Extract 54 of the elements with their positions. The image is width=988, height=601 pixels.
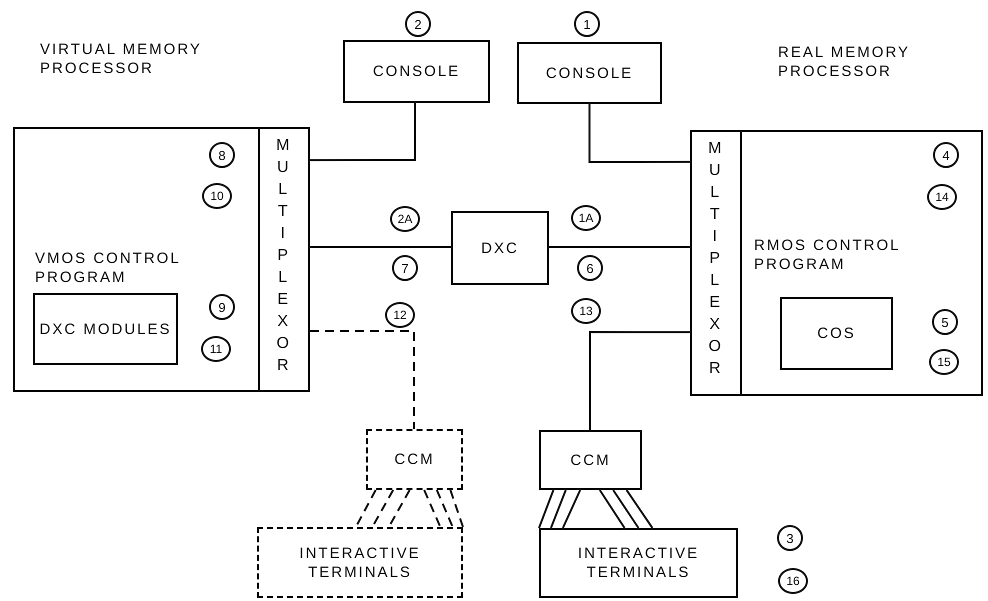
connector <box>310 103 416 162</box>
callout-number: 2 <box>405 11 431 37</box>
dashed-connector <box>355 490 377 528</box>
box-label: CCM <box>393 450 436 470</box>
callout-number: 2A <box>390 206 420 232</box>
connector <box>626 489 654 529</box>
dxc-box <box>451 211 549 285</box>
box-label: DXC <box>480 238 520 258</box>
connector <box>598 489 626 529</box>
callout-number: 12 <box>385 302 415 328</box>
ccm-box <box>539 430 642 490</box>
connector <box>562 490 582 528</box>
box-label: DXC MODULES <box>38 320 173 340</box>
dashed-connector <box>371 490 394 528</box>
box-label: CONSOLE <box>544 64 634 84</box>
dashed-connector <box>423 490 442 528</box>
callout-number: 1 <box>574 11 600 37</box>
box-label: RMOS CONTROL PROGRAM <box>754 236 901 274</box>
callout-number: 3 <box>777 525 803 551</box>
module-box <box>33 293 178 365</box>
callout-number: 13 <box>571 298 601 324</box>
ccm-box <box>366 429 463 490</box>
connector <box>549 246 690 248</box>
terminals-box <box>539 528 738 598</box>
dashed-connector <box>310 330 416 429</box>
processor-title: REAL MEMORY PROCESSOR <box>778 43 911 81</box>
box-label: CONSOLE <box>372 62 462 82</box>
connector <box>612 489 640 529</box>
dashed-connector <box>388 490 411 528</box>
processor-title: VIRTUAL MEMORY PROCESSOR <box>40 40 203 78</box>
callout-number: 7 <box>392 255 418 281</box>
callout-number: 6 <box>577 255 603 281</box>
terminals-box <box>257 527 463 598</box>
box-label: VMOS CONTROL PROGRAM <box>35 249 182 287</box>
console-box <box>343 40 490 103</box>
callout-number: 16 <box>778 568 808 594</box>
box-label: COS <box>816 324 857 344</box>
vertical-label: MULTIPLEXOR <box>276 136 290 376</box>
callout-number: 1A <box>571 205 601 231</box>
connector <box>310 246 451 248</box>
processor-box <box>13 127 310 392</box>
connector <box>588 104 690 163</box>
box-label: CCM <box>569 450 612 470</box>
processor-box <box>690 130 983 396</box>
cos-box <box>780 297 893 370</box>
dashed-connector <box>449 490 464 528</box>
vertical-label: MULTIPLEXOR <box>708 139 722 379</box>
connector <box>538 490 554 528</box>
box-label: INTERACTIVE TERMINALS <box>576 544 700 583</box>
connector <box>588 331 690 430</box>
dashed-connector <box>436 490 454 528</box>
connector <box>550 490 567 528</box>
box-label: INTERACTIVE TERMINALS <box>298 544 422 582</box>
console-box <box>517 42 662 104</box>
